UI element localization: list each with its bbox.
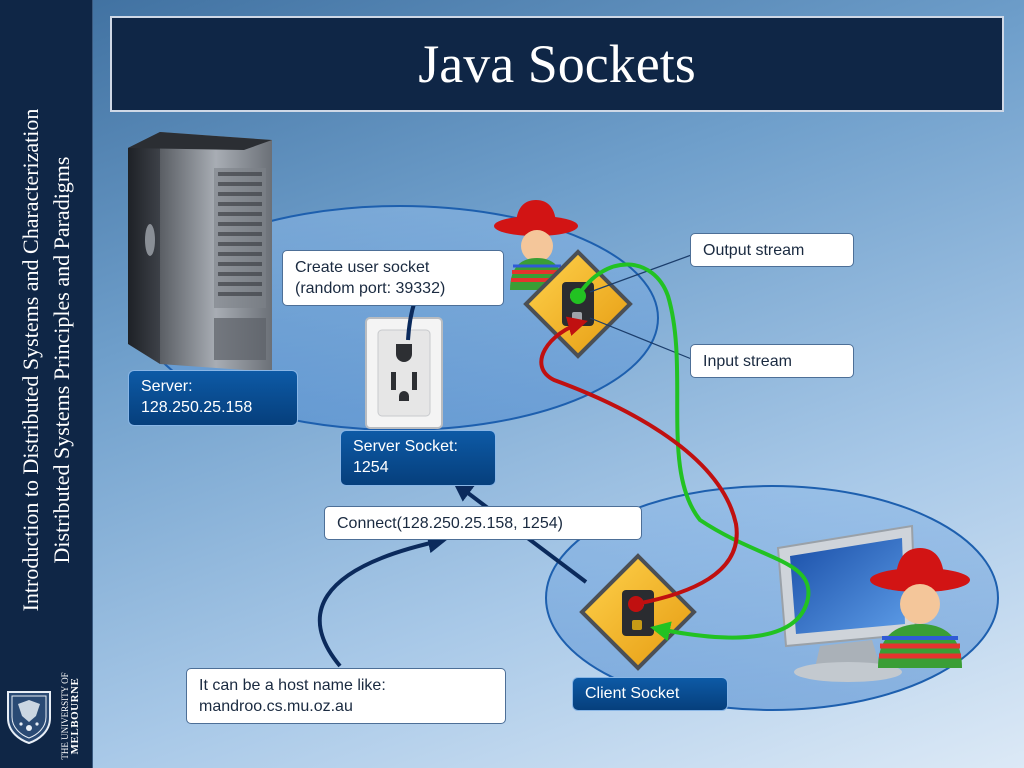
create-user-socket-callout: Create user socket (random port: 39332) xyxy=(282,250,504,306)
client-socket-label: Client Socket xyxy=(572,677,728,711)
output-stream-start-dot xyxy=(570,288,586,304)
hostname-arrow xyxy=(317,533,448,668)
title-bar: Java Sockets xyxy=(110,16,1004,112)
input-stream-start-dot xyxy=(628,596,644,612)
input-stream-label: Input stream xyxy=(703,353,792,370)
hostname-callout: It can be a host name like: mandroo.cs.m… xyxy=(186,668,506,724)
output-stream-label: Output stream xyxy=(703,242,805,259)
output-stream-pointer xyxy=(589,253,695,293)
server-socket-line-1: Server Socket: xyxy=(353,438,458,455)
slide-title: Java Sockets xyxy=(418,34,696,94)
create-socket-line-2: (random port: 39332) xyxy=(295,280,446,297)
hostname-line-1: It can be a host name like: xyxy=(199,677,386,694)
input-stream-arrow xyxy=(539,316,739,606)
server-address-label: Server: 128.250.25.158 xyxy=(128,370,298,426)
server-label-line-2: 128.250.25.158 xyxy=(141,399,253,416)
create-socket-line-1: Create user socket xyxy=(295,259,430,276)
university-crest-icon xyxy=(7,691,51,744)
sidebar: Introduction to Distributed Systems and … xyxy=(0,0,93,768)
server-socket-line-2: 1254 xyxy=(353,459,389,476)
client-user-avatar-icon xyxy=(870,548,970,668)
hostname-line-2: mandroo.cs.mu.oz.au xyxy=(199,698,353,715)
output-stream-arrow xyxy=(576,262,811,642)
connect-call-callout: Connect(128.250.25.158, 1254) xyxy=(324,506,642,540)
connect-call-label: Connect(128.250.25.158, 1254) xyxy=(337,515,563,532)
power-outlet-icon xyxy=(365,317,443,429)
server-tower-icon xyxy=(128,132,272,372)
input-stream-callout: Input stream xyxy=(690,344,854,378)
client-monitor-icon xyxy=(776,524,918,682)
output-stream-callout: Output stream xyxy=(690,233,854,267)
server-label-line-1: Server: xyxy=(141,378,193,395)
client-socket-text: Client Socket xyxy=(585,685,680,702)
server-socket-label: Server Socket: 1254 xyxy=(340,430,496,486)
